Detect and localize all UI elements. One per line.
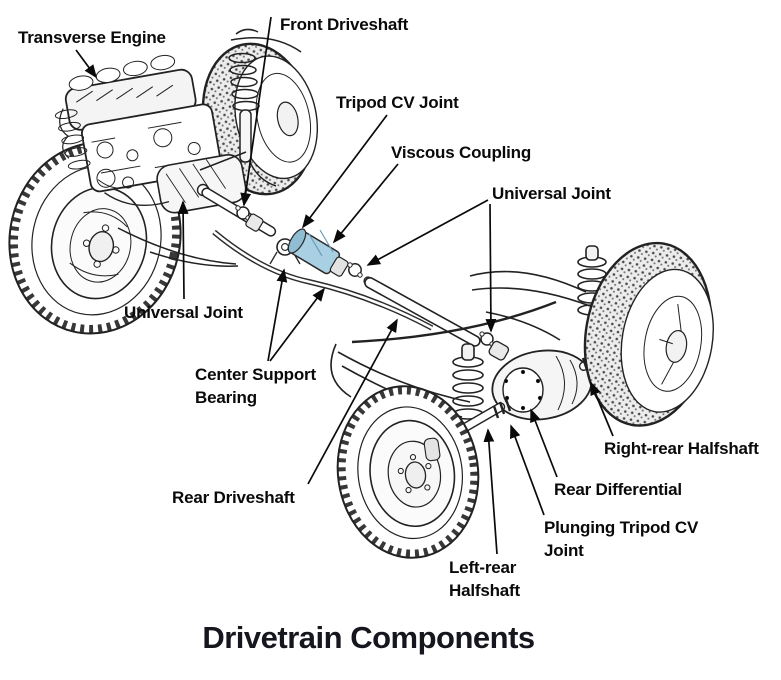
label-viscous-coupling: Viscous Coupling — [391, 143, 532, 162]
label-rear-driveshaft: Rear Driveshaft — [172, 488, 295, 507]
label-rear-differential: Rear Differential — [554, 480, 682, 499]
label-universal-joint-rear: Universal Joint — [492, 184, 611, 203]
rear-driveshaft-part — [364, 276, 510, 361]
label-left-rear-halfshaft: Left-rear Halfshaft — [449, 558, 520, 600]
label-transverse-engine: Transverse Engine — [18, 28, 166, 47]
universal-joint-a — [235, 205, 264, 232]
label-front-driveshaft: Front Driveshaft — [280, 15, 409, 34]
label-right-rear-halfshaft: Right-rear Halfshaft — [604, 439, 759, 458]
rear-left-wheel — [336, 385, 480, 559]
rear-right-wheel — [583, 241, 714, 427]
label-center-support-bearing: Center Support Bearing — [195, 365, 316, 407]
label-tripod-cv-joint: Tripod CV Joint — [336, 93, 459, 112]
label-plunging-tripod-cv-joint: Plunging Tripod CV Joint — [544, 518, 699, 560]
rear-differential-part — [491, 349, 618, 421]
diagram-title: Drivetrain Components — [202, 620, 535, 655]
leader-arrows — [75, 16, 614, 555]
front-subframe — [117, 151, 434, 331]
viscous-coupling-part — [287, 228, 341, 275]
universal-joint-b — [329, 256, 373, 286]
front-right-suspension — [228, 28, 302, 187]
label-universal-joint-front: Universal Joint — [124, 303, 243, 322]
engine — [54, 54, 247, 214]
